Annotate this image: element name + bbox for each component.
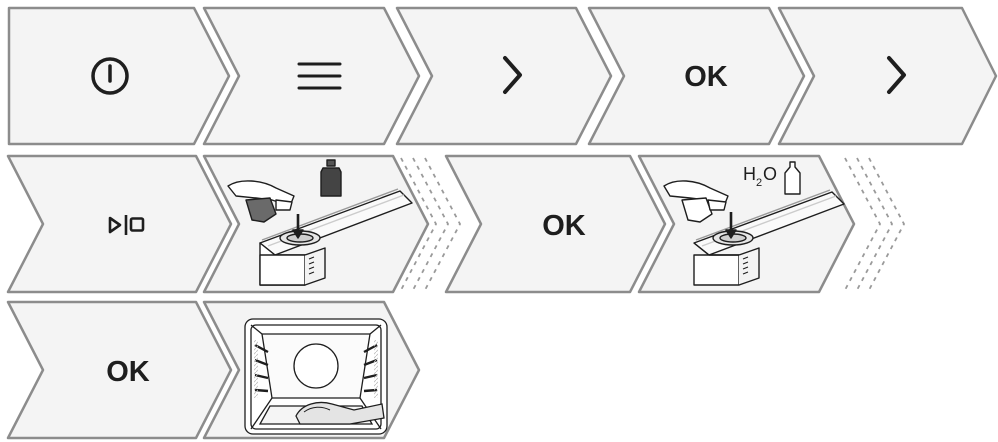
- chevron-right-icon: [887, 56, 906, 94]
- step-chevron-shape: [395, 6, 613, 146]
- wait-indicator-2: [844, 157, 906, 291]
- step-ok-2[interactable]: OK: [444, 154, 667, 294]
- start-stop-icon: [108, 215, 145, 235]
- h2o-caption: H 2 O: [743, 161, 801, 195]
- wait-indicator-1: [400, 157, 462, 291]
- chevron-right-icon: [503, 56, 522, 94]
- svg-text:2: 2: [756, 177, 762, 189]
- descaler-bottle-icon: [320, 159, 342, 197]
- step-power[interactable]: [7, 6, 231, 146]
- step-chevron-shape: [6, 300, 233, 440]
- step-chevron-shape: [7, 6, 231, 146]
- pour-water-illustration: [663, 180, 845, 286]
- svg-text:O: O: [763, 164, 777, 184]
- step-start-stop[interactable]: [6, 154, 233, 294]
- step-ok-3[interactable]: OK: [6, 300, 233, 440]
- step-next-2[interactable]: [777, 6, 998, 146]
- step-chevron-shape: [444, 154, 667, 294]
- menu-icon: [297, 62, 342, 90]
- wait-dashed-chevrons: [844, 157, 906, 291]
- step-pour-water: H 2 O: [637, 154, 856, 294]
- step-chevron-shape: [587, 6, 806, 146]
- power-icon: [91, 57, 129, 95]
- step-menu[interactable]: [202, 6, 421, 146]
- water-bottle-icon: [784, 161, 801, 195]
- ok-label: OK: [542, 210, 586, 242]
- pour-descaler-illustration: [227, 159, 413, 286]
- wait-dashed-chevrons: [400, 157, 462, 291]
- step-next-1[interactable]: [395, 6, 613, 146]
- step-chevron-shape: [777, 6, 998, 146]
- step-pour-descaler: [202, 154, 430, 294]
- svg-text:H: H: [743, 164, 756, 184]
- ok-label: OK: [684, 61, 728, 93]
- step-wipe-oven: [202, 300, 421, 440]
- ok-label: OK: [106, 356, 150, 388]
- wipe-oven-illustration: [244, 318, 388, 435]
- step-ok-1[interactable]: OK: [587, 6, 806, 146]
